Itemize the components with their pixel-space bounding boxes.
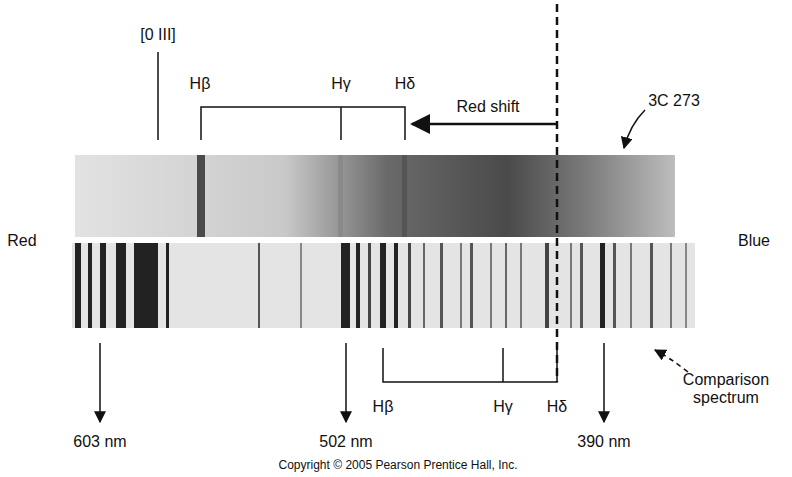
line-label: [0 III] — [140, 26, 176, 44]
comparison-spectrum — [72, 243, 695, 328]
line-label: Hβ — [190, 75, 211, 93]
copyright-note: Copyright © 2005 Pearson Prentice Hall, … — [279, 459, 518, 473]
line-brackets — [100, 4, 688, 422]
line-label: Hγ — [493, 398, 513, 416]
spectral-line — [338, 155, 343, 237]
direction-label: Red — [7, 232, 36, 250]
arrow-label: Red shift — [456, 98, 519, 116]
spectral-line — [197, 155, 205, 237]
line-label: Hδ — [395, 75, 415, 93]
spectrum-label: Comparison spectrum — [676, 371, 776, 408]
quasar-spectrum — [75, 155, 675, 237]
wavelength-label: 502 nm — [319, 433, 372, 451]
direction-label: Blue — [738, 232, 770, 250]
spectral-line — [402, 155, 407, 237]
wavelength-label: 390 nm — [577, 433, 630, 451]
line-label: Hγ — [331, 75, 351, 93]
wavelength-label: 603 nm — [73, 433, 126, 451]
object-label: 3C 273 — [648, 92, 700, 110]
line-label: Hδ — [547, 398, 567, 416]
line-label: Hβ — [373, 398, 394, 416]
